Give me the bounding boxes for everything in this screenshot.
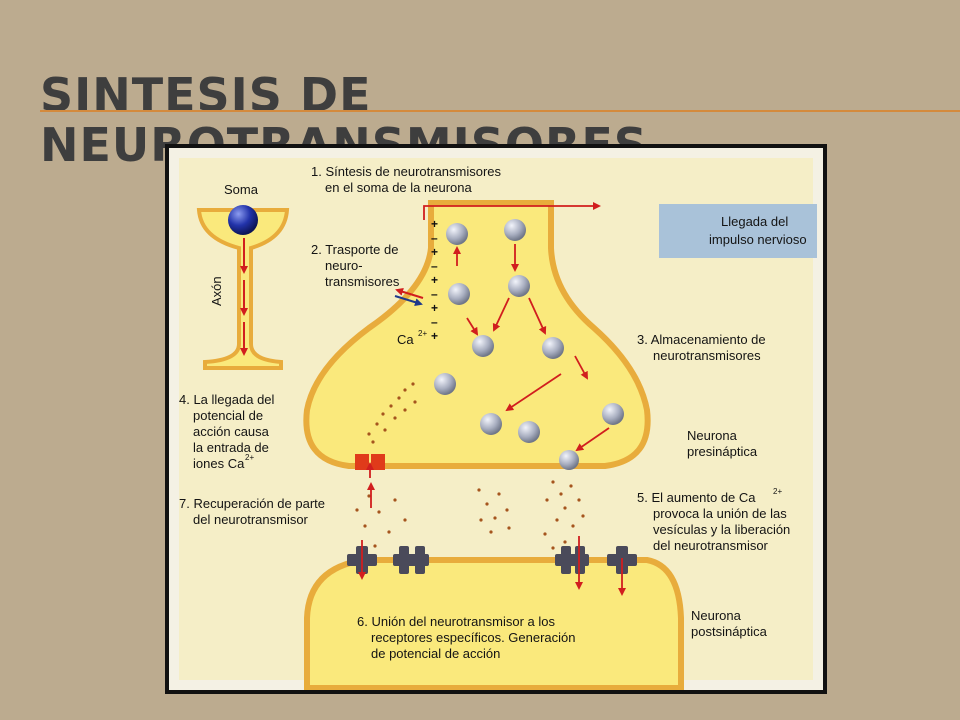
charge-6: + — [431, 301, 438, 315]
charge-3: – — [431, 259, 438, 273]
impulse-label-2: impulso nervioso — [709, 232, 807, 247]
postsynaptic-neuron — [304, 557, 684, 690]
arrow — [505, 373, 562, 412]
ca-arrow — [394, 295, 423, 307]
step5-label-1: 5. El aumento de Ca — [637, 490, 756, 505]
step6-label-2: receptores específicos. Generación — [371, 630, 576, 645]
impulse-box — [659, 204, 817, 258]
receptor-icon — [555, 536, 589, 590]
vesicle — [542, 337, 564, 359]
step2-label-2: neuro- — [325, 258, 363, 273]
impulse-arrow — [423, 202, 601, 220]
presynaptic-label-2: presináptica — [687, 444, 758, 459]
vesicle — [448, 283, 470, 305]
step4-label-3: acción causa — [193, 424, 270, 439]
charge-8: + — [431, 329, 438, 343]
calcium-channel-icon — [355, 454, 385, 478]
vesicle — [518, 421, 540, 443]
soma-icon — [228, 205, 258, 235]
neurotransmitter-dots — [355, 480, 585, 550]
ca-arrow-return — [395, 287, 424, 299]
vesicle — [434, 373, 456, 395]
step2-label-1: 2. Trasporte de — [311, 242, 398, 257]
vesicle — [508, 275, 530, 297]
soma-label: Soma — [224, 182, 259, 197]
step1-label-2: en el soma de la neurona — [325, 180, 472, 195]
step7-label-1: 7. Recuperación de parte — [179, 496, 325, 511]
receptor-icon — [607, 546, 637, 596]
step4-label-1: 4. La llegada del — [179, 392, 275, 407]
step4-label-2: potencial de — [193, 408, 263, 423]
step4-label-4: la entrada de — [193, 440, 269, 455]
step5-label-sup: 2+ — [773, 487, 782, 496]
calcium-label: Ca — [397, 332, 414, 347]
arrow — [492, 297, 510, 332]
receptor-icon — [347, 540, 377, 580]
axon-label: Axón — [209, 276, 224, 306]
impulse-label-1: Llegada del — [721, 214, 788, 229]
vesicle — [480, 413, 502, 435]
step7-label-2: del neurotransmisor — [193, 512, 309, 527]
charge-2: + — [431, 245, 438, 259]
transport-arrows — [453, 244, 610, 452]
arrow — [574, 355, 588, 380]
synapse-diagram-svg: Soma Axón Llegada del impulso nervioso +… — [179, 158, 817, 690]
step3-label-1: 3. Almacenamiento de — [637, 332, 766, 347]
step3-label-2: neurotransmisores — [653, 348, 761, 363]
title-underline — [40, 110, 960, 112]
charge-4: + — [431, 273, 438, 287]
receptor-icon — [393, 546, 429, 574]
charge-0: + — [431, 217, 438, 231]
charge-1: – — [431, 231, 438, 245]
step6-label-1: 6. Unión del neurotransmisor a los — [357, 614, 555, 629]
synapse-diagram: Soma Axón Llegada del impulso nervioso +… — [165, 144, 827, 694]
calcium-ions — [367, 382, 417, 444]
membrane-charges: + – + – + – + – + — [431, 217, 438, 343]
receptors — [347, 536, 637, 596]
step4-label-5: iones Ca — [193, 456, 245, 471]
step1-label-1: 1. Síntesis de neurotransmisores — [311, 164, 502, 179]
step2-label-3: transmisores — [325, 274, 400, 289]
arrow — [575, 427, 610, 452]
step6-label-3: de potencial de acción — [371, 646, 500, 661]
vesicle — [602, 403, 624, 425]
postsynaptic-label-1: Neurona — [691, 608, 742, 623]
presynaptic-label-1: Neurona — [687, 428, 738, 443]
arrow — [466, 317, 479, 336]
small-neuron — [196, 205, 290, 370]
step5-label-2: provoca la unión de las — [653, 506, 787, 521]
step4-label-sup: 2+ — [245, 453, 254, 462]
step5-label-4: del neurotransmisor — [653, 538, 769, 553]
calcium-label-sup: 2+ — [418, 329, 427, 338]
vesicle — [472, 335, 494, 357]
step5-label-3: vesículas y la liberación — [653, 522, 790, 537]
fusing-vesicle — [559, 450, 579, 470]
arrow — [528, 297, 547, 335]
vesicle — [504, 219, 526, 241]
charge-7: – — [431, 315, 438, 329]
charge-5: – — [431, 287, 438, 301]
postsynaptic-label-2: postsináptica — [691, 624, 768, 639]
vesicle — [446, 223, 468, 245]
vesicles — [434, 219, 624, 470]
